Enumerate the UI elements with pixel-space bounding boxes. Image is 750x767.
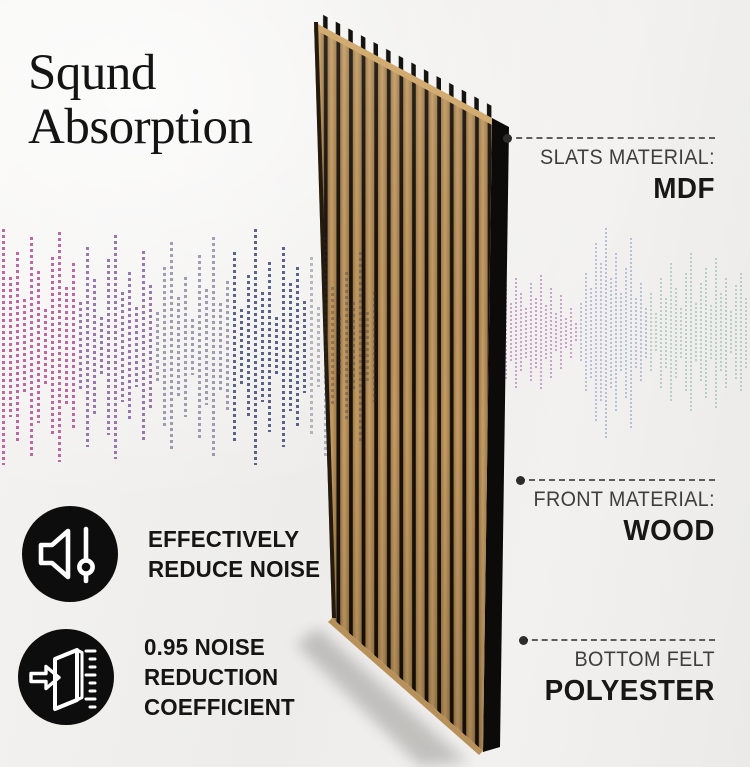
dashed-connector-line (519, 635, 715, 645)
panel-shadow (296, 628, 468, 766)
panel-top-rail (314, 22, 492, 125)
speaker-volume-icon (22, 506, 118, 602)
absorption-coefficient-icon (18, 629, 114, 725)
connector-dot (519, 635, 528, 645)
page-title: Sqund Absorption (28, 46, 253, 154)
connector-dot (516, 475, 525, 485)
title-line-1: Sqund (28, 45, 156, 101)
feature-line: 0.95 NOISE (144, 634, 265, 660)
panel-bottom-rail (328, 618, 483, 755)
annotation-value: MDF (653, 173, 715, 205)
annotation-front-material: FRONT MATERIAL: WOOD (516, 475, 715, 548)
dashed-connector-line (516, 475, 715, 485)
feature-text: 0.95 NOISE REDUCTION COEFFICIENT (144, 632, 295, 722)
title-line-2: Absorption (28, 99, 253, 155)
annotation-value: POLYESTER (544, 675, 715, 707)
connector-dot (503, 133, 512, 143)
annotation-label: BOTTOM FELT (574, 648, 715, 671)
feature-line: EFFECTIVELY (148, 526, 300, 552)
dashed-connector-line (503, 133, 715, 143)
annotation-label: SLATS MATERIAL: (540, 146, 715, 169)
annotation-bottom-felt: BOTTOM FELT POLYESTER (519, 635, 715, 708)
annotation-value: WOOD (623, 515, 715, 547)
feature-line: COEFFICIENT (144, 694, 295, 720)
feature-line: REDUCE NOISE (148, 556, 321, 582)
panel-face-shading (314, 22, 492, 751)
feature-noise-reduction-coefficient: 0.95 NOISE REDUCTION COEFFICIENT (18, 629, 300, 725)
annotation-slats-material: SLATS MATERIAL: MDF (503, 133, 715, 206)
panel-top-tabs (316, 11, 492, 121)
feature-line: REDUCTION (144, 664, 279, 690)
feature-reduce-noise: EFFECTIVELY REDUCE NOISE (22, 506, 325, 602)
panel-side-face (483, 118, 509, 752)
feature-text: EFFECTIVELY REDUCE NOISE (148, 524, 320, 584)
panel-left-edge (314, 22, 336, 618)
annotation-label: FRONT MATERIAL: (533, 488, 715, 511)
